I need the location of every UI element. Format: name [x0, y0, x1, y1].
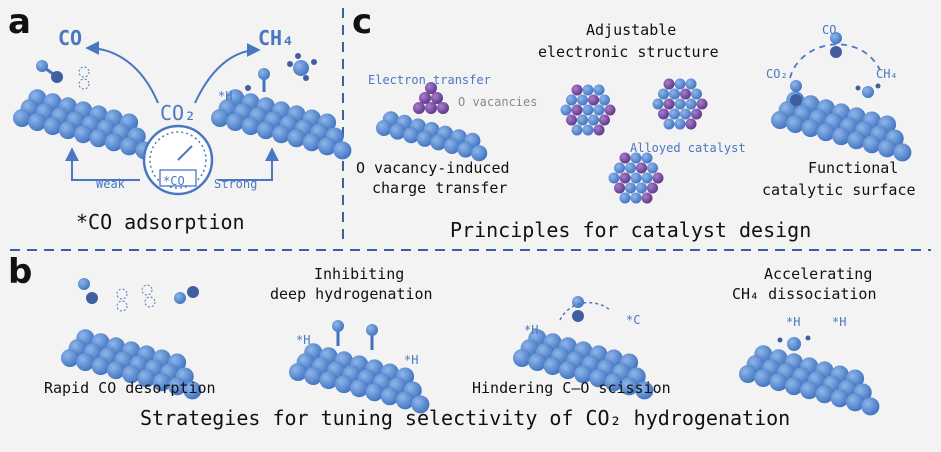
h-label-a: *H	[218, 89, 233, 103]
alloy-cluster-right	[652, 78, 708, 130]
ch4-label: CH₄	[258, 26, 295, 50]
catalyst-surface-b1	[61, 329, 202, 400]
hindering-caption: Hindering C–O scission	[472, 379, 671, 397]
functional-caption-1: Functional	[808, 159, 899, 177]
gauge-label: *CO	[163, 174, 185, 188]
h-acc-left: *H	[786, 315, 801, 329]
catalyst-surface-c-right	[771, 91, 912, 162]
o-vacancy-caption-2: charge transfer	[372, 179, 508, 197]
functional-caption-2: catalytic surface	[762, 181, 916, 199]
inhibit-line-1: Inhibiting	[314, 265, 405, 283]
co-desorption-molecules	[78, 278, 199, 312]
catalyst-surface-a-right	[211, 89, 352, 160]
alloy-cluster-left	[560, 84, 616, 136]
co2-label: CO₂	[160, 101, 197, 125]
h-label-c-left: *H	[524, 323, 539, 337]
co-label-c: CO	[822, 23, 837, 37]
adsorption-gauge	[142, 124, 214, 196]
co-scission-molecules	[559, 296, 611, 322]
ch4-molecule-a	[245, 53, 317, 92]
inhibit-line-2: deep hydrogenation	[270, 285, 433, 303]
h-label-b-right: *H	[404, 353, 419, 367]
adjustable-title-1: Adjustable	[586, 21, 677, 39]
rapid-co-caption: Rapid CO desorption	[44, 379, 216, 397]
arrow-weak	[65, 147, 140, 181]
ch4-label-c: CH₄	[876, 67, 898, 81]
weak-label: Weak	[96, 177, 125, 191]
purple-cluster	[413, 82, 449, 114]
arrow-co2-to-co	[85, 41, 159, 104]
ch4-dissociation-molecules	[777, 335, 811, 351]
catalyst-surface-c-left	[376, 111, 488, 162]
panel-label-c: c	[352, 2, 373, 42]
adjustable-title-2: electronic structure	[538, 43, 719, 61]
h-acc-right: *H	[832, 315, 847, 329]
panel-b-title: Strategies for tuning selectivity of CO₂…	[140, 406, 791, 430]
co-label: CO	[58, 26, 83, 50]
catalyst-surface-b4	[739, 345, 880, 416]
alloy-cluster-bottom	[608, 152, 664, 204]
co-molecule-c	[830, 32, 842, 58]
electron-transfer-label: Electron transfer	[368, 73, 491, 87]
o-vacancy-caption-1: O vacancy-induced	[356, 159, 510, 177]
strong-label: Strong	[214, 177, 258, 191]
cycle-arc	[789, 43, 881, 79]
deep-hydrogenation-molecules	[332, 320, 378, 350]
panel-c-title: Principles for catalyst design	[450, 218, 812, 242]
catalyst-surface-b2	[289, 343, 430, 414]
catalyst-surface-b3	[513, 329, 654, 400]
c-label: *C	[626, 313, 641, 327]
h-label-b-left: *H	[296, 333, 311, 347]
co-adsorption-caption: *CO adsorption	[76, 210, 245, 234]
panel-label-b: b	[8, 252, 33, 292]
alloyed-catalyst-label: Alloyed catalyst	[630, 141, 746, 155]
co-molecule-a	[36, 60, 90, 90]
accelerating-line-2: CH₄ dissociation	[732, 285, 877, 303]
ch4-molecule-c	[855, 83, 881, 98]
catalyst-surface-a-left	[13, 89, 154, 160]
arrow-co2-to-ch4	[194, 43, 261, 104]
co2-molecule-c	[790, 80, 802, 106]
o-vacancies-label: O vacancies	[458, 95, 538, 109]
accelerating-line-1: Accelerating	[764, 265, 873, 283]
panel-label-a: a	[8, 2, 31, 42]
arrow-strong	[218, 147, 279, 181]
co2-label-c: CO₂	[766, 67, 788, 81]
